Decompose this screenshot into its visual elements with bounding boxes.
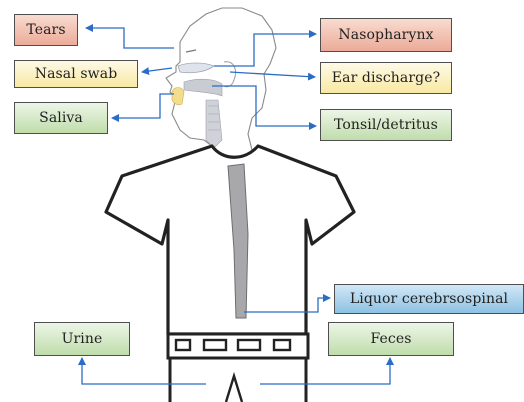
saliva-shape: [172, 88, 184, 105]
pants-outline: [170, 358, 306, 402]
nasal-swab-label: Nasal swab: [14, 60, 138, 88]
tears-label: Tears: [14, 14, 78, 46]
nasopharynx-label: Nasopharynx: [320, 18, 452, 52]
feces-label: Feces: [328, 322, 454, 356]
pants-crotch: [226, 376, 242, 402]
tonsil-detritus-label: Tonsil/detritus: [320, 109, 452, 141]
liquor-cerebrospinal-label: Liquor cerebrsospinal: [334, 284, 524, 314]
urine-label: Urine: [34, 322, 130, 356]
saliva-label: Saliva: [14, 102, 108, 134]
ear-discharge-label: Ear discharge?: [320, 62, 452, 94]
